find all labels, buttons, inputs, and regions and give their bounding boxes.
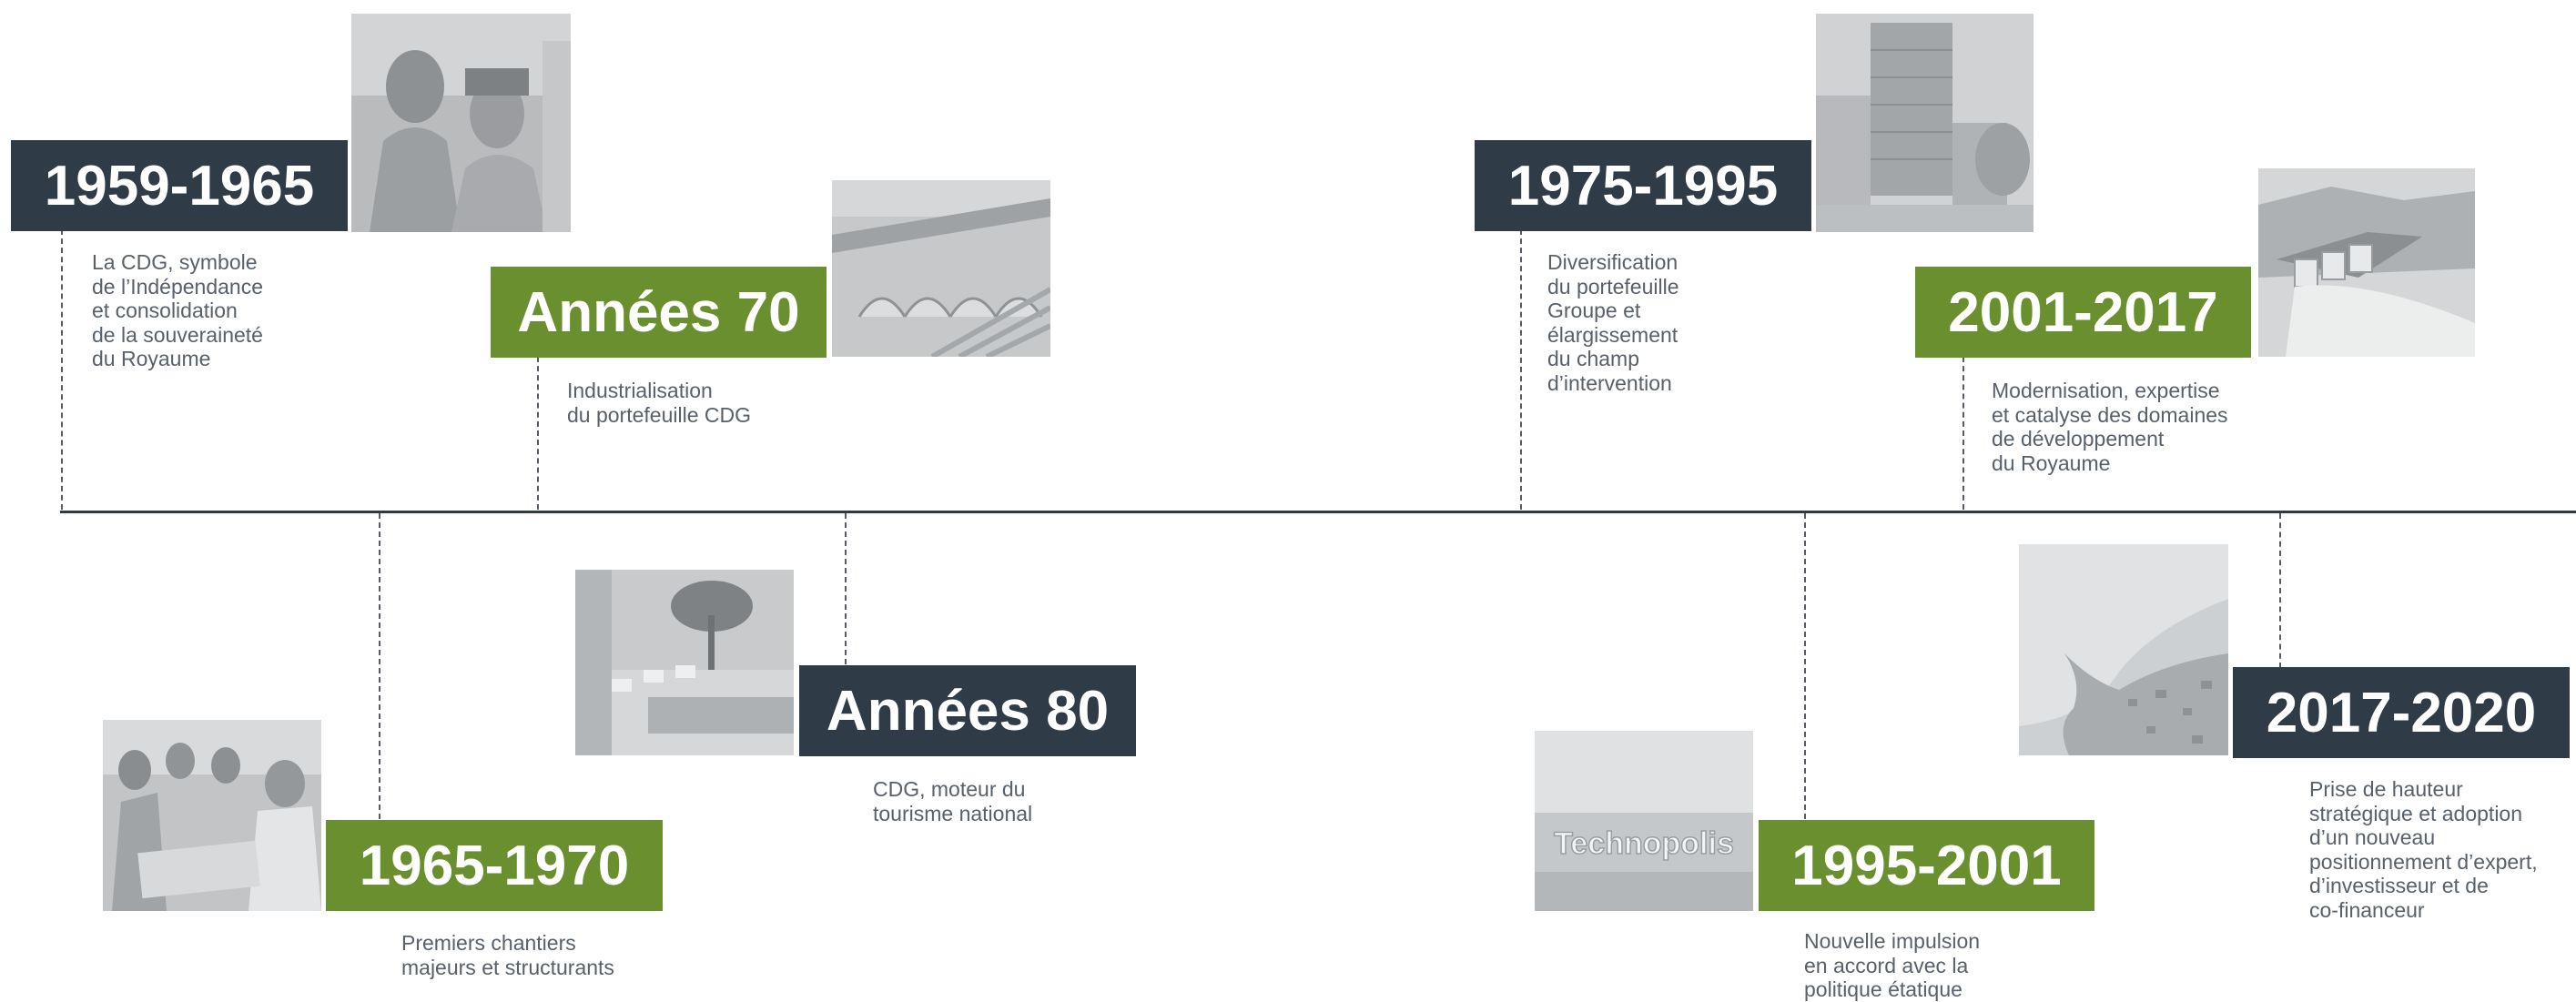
connector-80s bbox=[845, 513, 847, 664]
two-men-archive-photo bbox=[351, 14, 571, 232]
technopolis-sign-photo: Technopolis bbox=[1535, 731, 1753, 911]
meeting-archive-photo bbox=[103, 720, 321, 911]
technopolis-sign: Technopolis bbox=[1554, 826, 1734, 861]
period-desc-1975-1995: Diversification du portefeuille Groupe e… bbox=[1547, 250, 1679, 395]
period-desc-1959-1965: La CDG, symbole de l’Indépendance et con… bbox=[92, 250, 263, 370]
connector-1965 bbox=[379, 513, 380, 819]
period-desc-annees-80: CDG, moteur du tourisme national bbox=[873, 777, 1033, 825]
connector-1959 bbox=[61, 229, 63, 510]
period-label-annees-70: Années 70 bbox=[491, 267, 827, 358]
connector-2001 bbox=[1962, 357, 1964, 510]
connector-1995 bbox=[1804, 513, 1806, 819]
resort-pool-photo bbox=[575, 570, 794, 755]
period-desc-1995-2001: Nouvelle impulsion en accord avec la pol… bbox=[1804, 929, 1981, 1001]
period-desc-1965-1970: Premiers chantiers majeurs et structuran… bbox=[401, 931, 614, 979]
aerial-coast-photo bbox=[2019, 544, 2228, 755]
period-label-annees-80: Années 80 bbox=[799, 665, 1136, 756]
period-label-1959-1965: 1959-1965 bbox=[11, 140, 348, 231]
office-tower-photo bbox=[1816, 14, 2033, 232]
period-label-2001-2017: 2001-2017 bbox=[1915, 267, 2251, 358]
period-label-1995-2001: 1995-2001 bbox=[1759, 820, 2094, 911]
industrial-plant-photo bbox=[832, 180, 1050, 357]
period-desc-2017-2020: Prise de hauteur stratégique et adoption… bbox=[2309, 777, 2538, 922]
dam-photo bbox=[2258, 168, 2475, 357]
connector-1975 bbox=[1520, 229, 1522, 510]
period-desc-annees-70: Industrialisation du portefeuille CDG bbox=[567, 379, 751, 427]
period-label-2017-2020: 2017-2020 bbox=[2233, 667, 2570, 758]
connector-2017 bbox=[2279, 513, 2281, 668]
timeline-axis bbox=[60, 511, 2576, 513]
connector-70s bbox=[537, 357, 539, 510]
period-label-1975-1995: 1975-1995 bbox=[1475, 140, 1811, 231]
period-desc-2001-2017: Modernisation, expertise et catalyse des… bbox=[1992, 379, 2228, 475]
period-label-1965-1970: 1965-1970 bbox=[326, 820, 663, 911]
